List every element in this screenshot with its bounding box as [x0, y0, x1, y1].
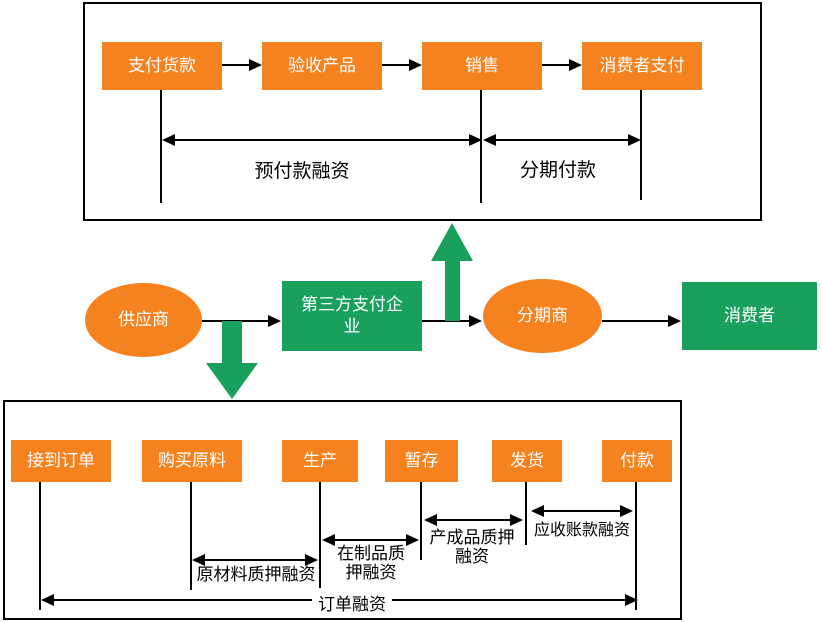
prepayment-span-line — [175, 139, 469, 141]
wip-span-left-head-icon — [322, 534, 335, 546]
receivables-span-left-head-icon — [531, 505, 544, 517]
arrow-supplier-to-payco-head-icon — [268, 315, 281, 327]
node-receive-order: 接到订单 — [11, 440, 111, 482]
wip-pledge-financing-label: 在制品质 押融资 — [337, 544, 405, 583]
raw-material-pledge-financing-label: 原材料质押融资 — [196, 565, 316, 584]
node-buy-materials-label: 购买原料 — [158, 450, 226, 470]
dropline-pay-goods — [160, 90, 162, 203]
order-financing-label: 订单融资 — [312, 595, 392, 615]
node-pay-goods-label: 支付货款 — [128, 55, 196, 75]
receivables-span-line — [544, 510, 620, 512]
arrow-merchant-to-consumer-head-icon — [668, 315, 681, 327]
node-production-label: 生产 — [303, 450, 337, 470]
node-inspect-products-label: 验收产品 — [288, 55, 356, 75]
node-production: 生产 — [282, 440, 358, 482]
rawmaterial-span-right-head-icon — [305, 554, 318, 566]
node-sales: 销售 — [422, 42, 542, 90]
node-consumer-label: 消费者 — [724, 305, 775, 325]
installment-span-line — [496, 139, 628, 141]
orderfinancing-span-left-head-icon — [41, 594, 54, 606]
dropline-receive-order — [39, 482, 41, 610]
prepayment-span-right-head-icon — [469, 134, 482, 146]
bottom-panel-border — [3, 400, 682, 620]
node-inspect-products: 验收产品 — [262, 42, 382, 90]
prepayment-span-left-head-icon — [162, 134, 175, 146]
arrow-inspect-to-sales-head-icon — [409, 59, 422, 71]
arrow-sales-to-consumerpay-head-icon — [569, 59, 582, 71]
green-up-arrow-head-icon — [431, 223, 473, 261]
node-temporary-storage: 暂存 — [385, 440, 458, 482]
accounts-receivable-financing-label: 应收账款融资 — [533, 522, 630, 539]
arrow-pay-to-inspect-head-icon — [249, 59, 262, 71]
arrow-inspect-to-sales-line — [382, 64, 410, 66]
node-supplier: 供应商 — [85, 283, 202, 357]
node-consumer-payment: 消费者支付 — [582, 42, 702, 90]
finished-goods-pledge-financing-label: 产成品质押 融资 — [429, 528, 515, 567]
wip-span-right-head-icon — [406, 534, 419, 546]
node-consumer-payment-label: 消费者支付 — [599, 55, 685, 75]
arrow-sales-to-consumerpay-line — [542, 64, 570, 66]
installment-span-right-head-icon — [628, 134, 641, 146]
finishedgoods-span-right-head-icon — [510, 514, 523, 526]
dropline-production — [319, 482, 321, 588]
receivables-span-right-head-icon — [620, 505, 633, 517]
dropline-buy-materials — [190, 482, 192, 590]
dropline-payment — [635, 482, 637, 610]
top-panel-border — [83, 2, 762, 221]
dropline-consumer-payment — [640, 90, 642, 200]
arrow-payco-to-merchant-line — [422, 320, 469, 322]
green-down-arrow-shaft — [222, 321, 242, 364]
green-down-arrow-head-icon — [206, 363, 258, 399]
node-receive-order-label: 接到订单 — [27, 450, 95, 470]
node-consumer: 消费者 — [682, 282, 817, 350]
installment-payment-label: 分期付款 — [519, 160, 596, 181]
node-payment-label: 付款 — [620, 450, 654, 470]
node-installment-merchant-label: 分期商 — [517, 305, 568, 325]
node-installment-merchant: 分期商 — [483, 279, 602, 353]
rawmaterial-span-line — [205, 559, 305, 561]
prepayment-financing-label: 预付款融资 — [254, 161, 350, 182]
node-buy-materials: 购买原料 — [142, 440, 242, 482]
finishedgoods-span-line — [437, 519, 510, 521]
node-temporary-storage-label: 暂存 — [404, 450, 439, 470]
dropline-sales — [480, 90, 482, 203]
node-payment: 付款 — [602, 440, 672, 482]
wip-span-line — [335, 539, 406, 541]
finishedgoods-span-left-head-icon — [424, 514, 437, 526]
dropline-temporary-storage — [420, 482, 422, 560]
node-ship-goods-label: 发货 — [510, 450, 544, 470]
arrow-merchant-to-consumer-line — [602, 320, 668, 322]
node-supplier-label: 供应商 — [118, 309, 169, 329]
rawmaterial-span-left-head-icon — [192, 554, 205, 566]
node-third-party-payment-company: 第三方支付企 业 — [282, 281, 422, 351]
installment-span-left-head-icon — [483, 134, 496, 146]
orderfinancing-span-right-head-icon — [625, 594, 638, 606]
arrow-payco-to-merchant-head-icon — [469, 315, 482, 327]
dropline-ship-goods — [525, 482, 527, 545]
green-up-arrow-shaft — [445, 260, 460, 321]
node-sales-label: 销售 — [465, 55, 499, 75]
node-pay-goods: 支付货款 — [102, 42, 222, 90]
node-third-party-payment-company-label: 第三方支付企 业 — [301, 294, 403, 336]
arrow-pay-to-inspect-line — [222, 64, 250, 66]
node-ship-goods: 发货 — [492, 440, 562, 482]
